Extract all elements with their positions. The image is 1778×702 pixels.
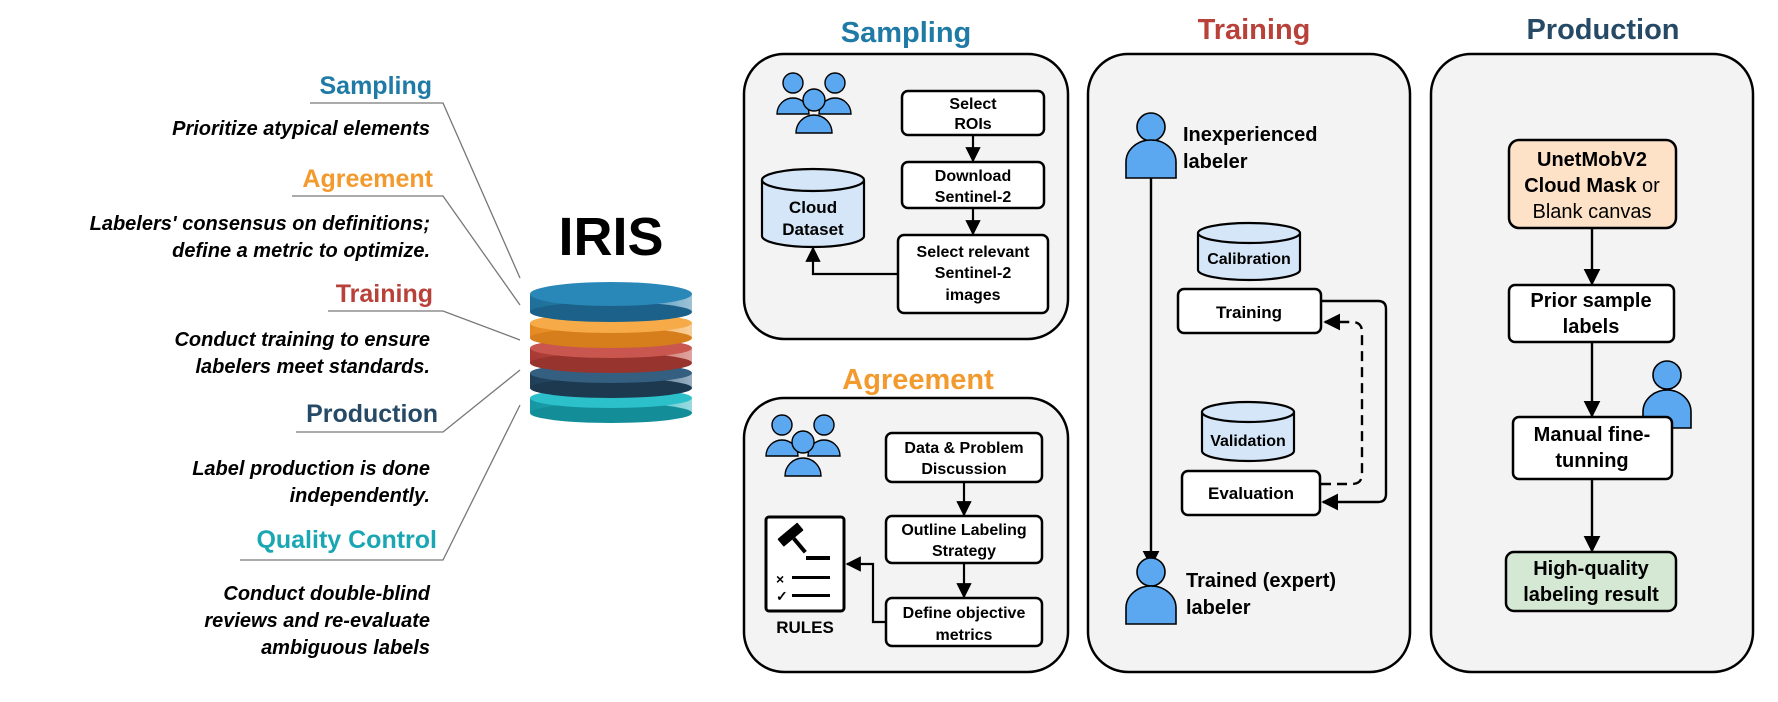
training-box-label: Training xyxy=(1216,303,1282,322)
select-relevant-label-1: Select relevant xyxy=(917,244,1031,261)
result-box: High-quality labeling result xyxy=(1504,550,1678,613)
manual-finetune-label-2: tunning xyxy=(1555,450,1628,472)
rules-document-icon: × ✓ RULES xyxy=(764,515,846,637)
iris-stack-icon xyxy=(530,282,692,423)
sampling-panel-title: Sampling xyxy=(841,17,972,49)
step-title-sampling: Sampling xyxy=(319,72,432,100)
result-label-2: labeling result xyxy=(1523,584,1659,606)
left-step-list: Sampling Prioritize atypical elements Ag… xyxy=(90,72,438,659)
prior-labels-label-1: Prior sample xyxy=(1530,290,1651,312)
iris-title: IRIS xyxy=(558,207,663,267)
rules-x-mark: × xyxy=(776,571,784,587)
select-relevant-label-2: Sentinel-2 xyxy=(935,265,1012,282)
group-people-icon xyxy=(765,414,841,477)
agreement-step-discussion: Data & Problem Discussion xyxy=(884,431,1044,484)
inexperienced-label-1: Inexperienced xyxy=(1183,124,1318,146)
cloud-dataset-label-1: Cloud xyxy=(789,198,837,217)
model-label-2-bold: Cloud Mask xyxy=(1524,175,1637,197)
training-feedback-arrows xyxy=(1321,299,1388,511)
result-label-1: High-quality xyxy=(1533,558,1649,580)
step-desc-agreement-2: define a metric to optimize. xyxy=(172,240,430,262)
manual-finetune-box: Manual fine- tunning xyxy=(1511,415,1674,481)
model-box: UnetMobV2 Cloud Mask or Blank canvas xyxy=(1507,138,1678,230)
prior-labels-label-2: labels xyxy=(1563,316,1620,338)
step-desc-production-2: independently. xyxy=(290,485,430,507)
step-title-quality-control: Quality Control xyxy=(256,526,437,554)
model-label-1: UnetMobV2 xyxy=(1537,149,1647,171)
step-desc-qc-1: Conduct double-blind xyxy=(223,583,430,605)
step-desc-training-1: Conduct training to ensure xyxy=(174,329,430,351)
manual-finetune-label-1: Manual fine- xyxy=(1534,424,1651,446)
evaluation-box-label: Evaluation xyxy=(1208,484,1294,503)
step-connectors xyxy=(240,102,521,561)
model-label-3: Blank canvas xyxy=(1533,201,1652,223)
production-panel-title: Production xyxy=(1526,14,1679,46)
sampling-step-download: Download Sentinel-2 xyxy=(900,160,1046,210)
evaluation-box: Evaluation xyxy=(1180,469,1322,517)
step-desc-agreement-1: Labelers' consensus on definitions; xyxy=(90,213,430,235)
select-rois-label-1: Select xyxy=(949,96,997,113)
discussion-label-1: Data & Problem xyxy=(904,440,1023,457)
strategy-label-1: Outline Labeling xyxy=(901,522,1026,539)
select-relevant-label-3: images xyxy=(945,287,1000,304)
expert-label-1: Trained (expert) xyxy=(1186,570,1336,592)
training-box: Training xyxy=(1176,287,1323,335)
step-title-production: Production xyxy=(306,400,438,428)
person-icon xyxy=(1125,557,1177,625)
validation-label: Validation xyxy=(1210,433,1286,450)
agreement-step-strategy: Outline Labeling Strategy xyxy=(884,514,1044,565)
model-label-2-suffix: or xyxy=(1636,175,1660,197)
training-panel xyxy=(1086,52,1412,674)
expert-label-2: labeler xyxy=(1186,597,1251,619)
cloud-dataset-cylinder: Cloud Dataset xyxy=(760,167,866,249)
step-title-agreement: Agreement xyxy=(302,165,433,193)
validation-cylinder: Validation xyxy=(1200,400,1296,463)
inexperienced-label-2: labeler xyxy=(1183,151,1248,173)
agreement-panel-title: Agreement xyxy=(842,364,994,396)
step-desc-sampling: Prioritize atypical elements xyxy=(172,118,430,140)
step-title-training: Training xyxy=(336,280,433,308)
group-people-icon xyxy=(776,72,852,134)
metrics-label-1: Define objective xyxy=(903,605,1026,622)
download-label-1: Download xyxy=(935,168,1011,185)
metrics-label-2: metrics xyxy=(936,627,993,644)
sampling-arrows xyxy=(805,135,981,276)
select-rois-label-2: ROIs xyxy=(954,116,991,133)
agreement-arrows xyxy=(845,482,972,624)
cloud-dataset-label-2: Dataset xyxy=(782,220,844,239)
training-panel-title: Training xyxy=(1198,14,1311,46)
discussion-label-2: Discussion xyxy=(921,461,1006,478)
step-desc-qc-2: reviews and re-evaluate xyxy=(204,610,430,632)
calibration-label: Calibration xyxy=(1207,251,1291,268)
strategy-label-2: Strategy xyxy=(932,543,996,560)
sampling-step-select-relevant: Select relevant Sentinel-2 images xyxy=(896,233,1050,315)
rules-check-mark: ✓ xyxy=(776,588,788,604)
rules-label: RULES xyxy=(776,618,834,637)
step-desc-production-1: Label production is done xyxy=(192,458,430,480)
person-icon xyxy=(1125,112,1177,179)
agreement-step-metrics: Define objective metrics xyxy=(884,596,1044,648)
download-label-2: Sentinel-2 xyxy=(935,189,1012,206)
prior-labels-box: Prior sample labels xyxy=(1507,283,1676,344)
step-desc-qc-3: ambiguous labels xyxy=(261,637,430,659)
step-desc-training-2: labelers meet standards. xyxy=(195,356,430,378)
calibration-cylinder: Calibration xyxy=(1196,221,1302,282)
sampling-step-select-rois: Select ROIs xyxy=(900,89,1046,137)
model-label-2: Cloud Mask or xyxy=(1524,175,1660,197)
